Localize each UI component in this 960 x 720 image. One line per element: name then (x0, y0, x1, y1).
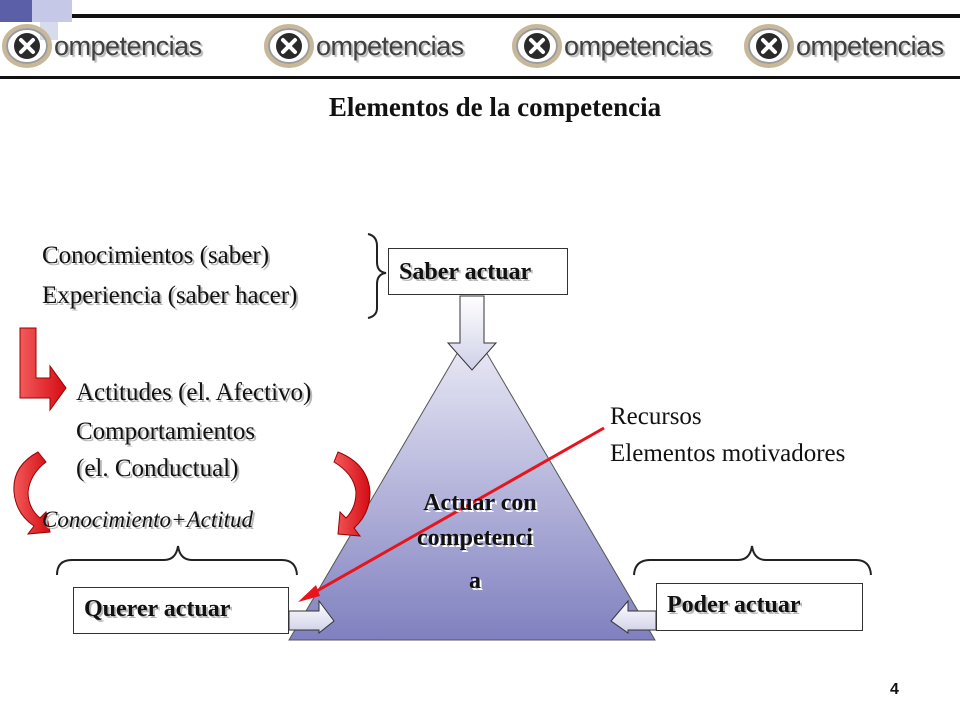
competencias-logo-1: ompetencias (2, 20, 202, 72)
header-top-rule (72, 14, 960, 18)
brace-right-horizontal (633, 545, 872, 576)
red-curved-arrow-left (13, 451, 51, 535)
left-arrow-poder (610, 599, 657, 634)
querer-actuar-box: Querer actuar (73, 587, 289, 634)
logo-x-icon (512, 21, 562, 71)
page-number: 4 (890, 681, 899, 698)
competence-triangle (288, 327, 656, 641)
header-square-dark (0, 0, 32, 22)
brace-left-horizontal (56, 545, 298, 576)
recursos-text: Recursos (610, 403, 702, 430)
competencias-logo-4: ompetencias (744, 20, 944, 72)
triangle-label-line3: a (469, 568, 481, 594)
down-arrow (446, 295, 498, 371)
right-curly-brace (367, 233, 387, 319)
logo-x-icon (744, 21, 794, 71)
logo-word: ompetencias (796, 30, 944, 61)
triangle-label-line2: competenci (417, 525, 533, 551)
right-arrow-querer (288, 599, 335, 635)
poder-actuar-box: Poder actuar (656, 583, 863, 631)
red-bent-arrow (19, 327, 67, 412)
actitudes-text: Actitudes (el. Afectivo) (76, 379, 312, 406)
querer-actuar-label: Querer actuar (84, 596, 231, 622)
red-pointer-arrowhead (298, 585, 320, 602)
logo-word: ompetencias (54, 30, 202, 61)
red-curved-arrow-right (333, 451, 371, 537)
experiencia-text: Experiencia (saber hacer) (42, 282, 298, 309)
logo-word: ompetencias (564, 30, 712, 61)
conductual-text: (el. Conductual) (76, 455, 239, 482)
competencias-logo-3: ompetencias (512, 20, 712, 72)
header-square-light (32, 0, 72, 22)
logo-word: ompetencias (316, 30, 464, 61)
elementos-motivadores-text: Elementos motivadores (610, 440, 846, 467)
saber-actuar-box: Saber actuar (388, 248, 568, 295)
conocimiento-actitud-text: Conocimiento+Actitud (42, 507, 253, 532)
red-pointer-line (307, 426, 605, 598)
triangle-label-line1: Actuar con (423, 490, 537, 516)
competencias-logo-2: ompetencias (264, 20, 464, 72)
comportamientos-text: Comportamientos (76, 418, 256, 445)
poder-actuar-label: Poder actuar (667, 592, 801, 618)
saber-actuar-label: Saber actuar (399, 259, 532, 285)
conocimientos-text: Conocimientos (saber) (42, 242, 270, 269)
logo-x-icon (2, 21, 52, 71)
logo-x-icon (264, 21, 314, 71)
header-bottom-rule (0, 76, 960, 79)
slide-title: Elementos de la competencia (328, 92, 662, 122)
